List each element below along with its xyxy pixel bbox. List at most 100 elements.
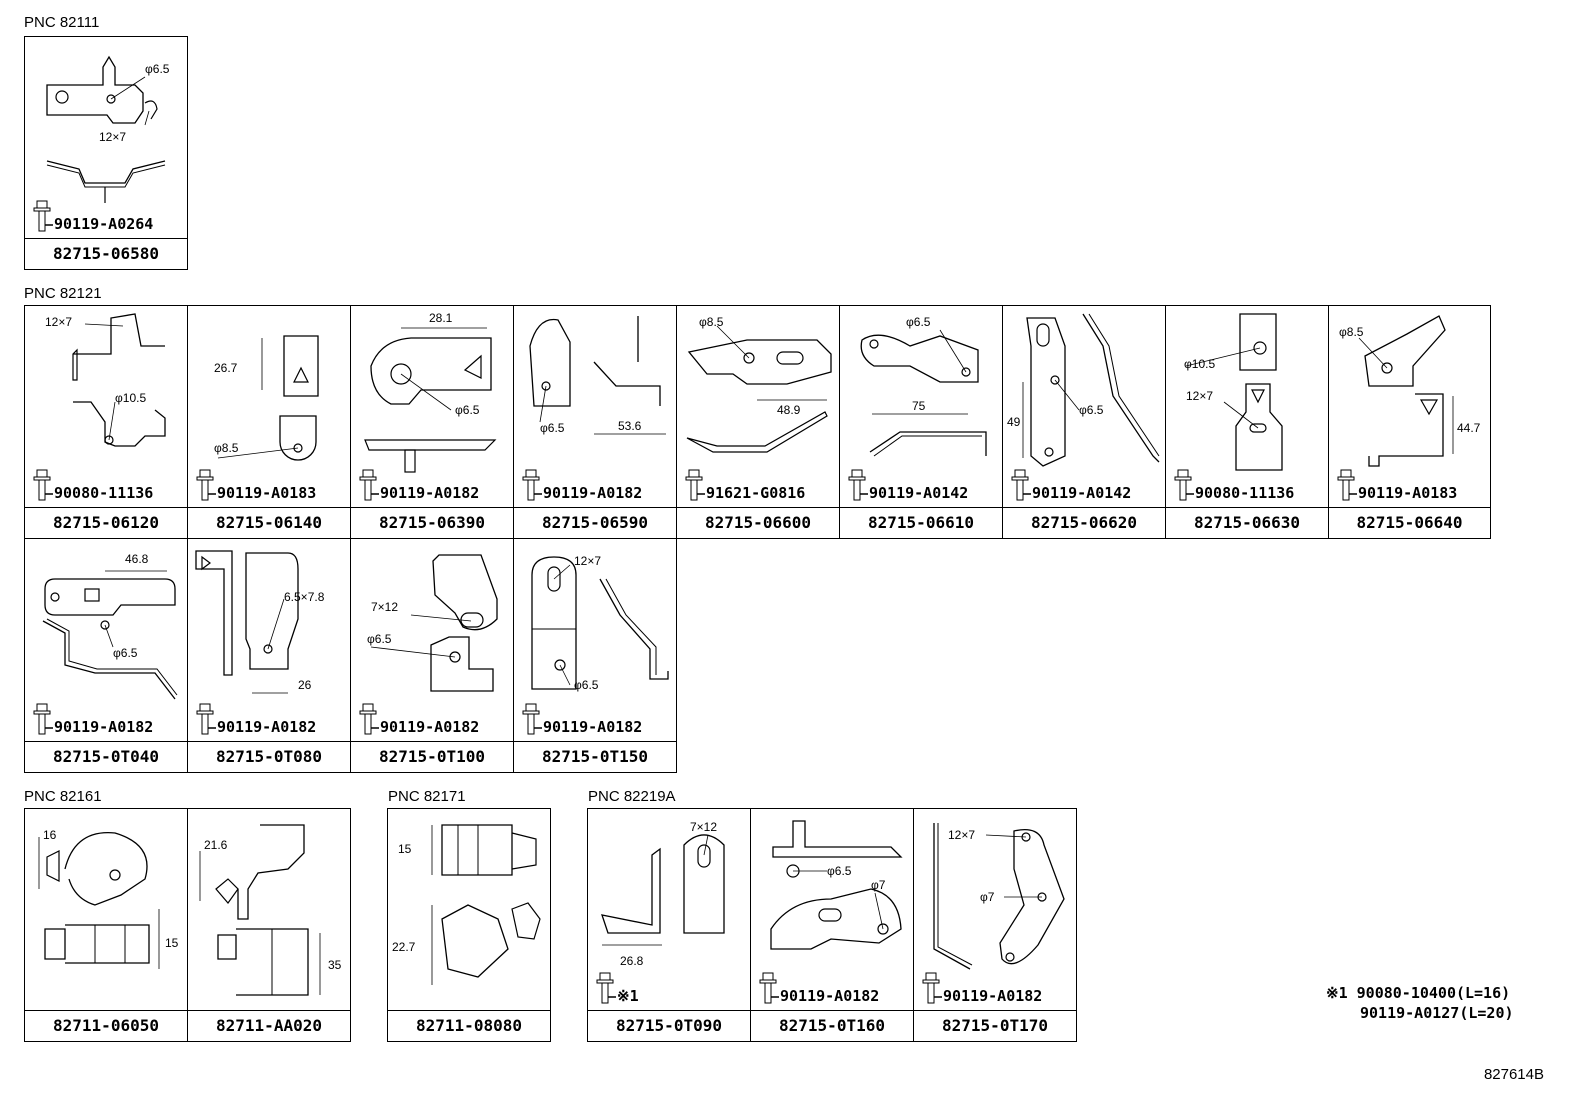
bolt-part-number: 90119-A0182 — [543, 718, 643, 736]
bracket-drawing: 7×12 φ6.5 — [367, 554, 498, 692]
part-cell[interactable]: 49 φ6.5 90119-A0142 82715-06620 — [1002, 305, 1166, 539]
bolt-callout: 90119-A0182 — [357, 468, 479, 502]
part-cell[interactable]: φ6.5 12×7 90119-A0264 82715-06580 — [24, 36, 188, 270]
dim-label: 48.9 — [777, 403, 801, 417]
bolt-callout: 90119-A0182 — [757, 971, 879, 1005]
bolt-icon — [33, 200, 53, 232]
part-cell[interactable]: φ6.5 53.6 90119-A0182 82715-06590 — [513, 305, 677, 539]
part-cell[interactable]: 7×12 26.8 ※1 82715-0T090 — [587, 808, 751, 1042]
part-cell[interactable]: 12×7 φ7 90119-A0182 82715-0T170 — [913, 808, 1077, 1042]
bolt-callout: 90119-A0182 — [520, 702, 642, 736]
part-number: 82715-06630 — [1166, 507, 1328, 538]
dim-label: 12×7 — [45, 315, 72, 329]
part-cell[interactable]: 7×12 φ6.5 90119-A0182 82715-0T100 — [350, 538, 514, 773]
part-cell[interactable]: φ6.5 75 90119-A0142 82715-06610 — [839, 305, 1003, 539]
part-number: 82715-06580 — [25, 238, 187, 269]
bracket-drawing: 49 φ6.5 — [1007, 313, 1160, 467]
dim-label: φ6.5 — [827, 864, 852, 878]
bolt-callout: 90119-A0182 — [920, 971, 1042, 1005]
bolt-callout: 90080-11136 — [1172, 468, 1294, 502]
bolt-callout: 90119-A0142 — [846, 468, 968, 502]
part-number: 82715-06120 — [25, 507, 187, 538]
bolt-icon — [522, 469, 542, 501]
dim-label: φ10.5 — [1184, 357, 1215, 371]
dim-label: 16 — [43, 828, 57, 842]
bolt-icon — [196, 469, 216, 501]
part-number: 82715-06600 — [677, 507, 839, 538]
dim-label: φ6.5 — [540, 421, 565, 435]
part-number: 82711-AA020 — [188, 1010, 350, 1041]
bolt-icon — [359, 469, 379, 501]
part-cell[interactable]: φ8.5 48.9 91621-G0816 82715-06600 — [676, 305, 840, 539]
bracket-drawing: 28.1 φ6.5 — [364, 311, 497, 473]
bolt-callout: 91621-G0816 — [683, 468, 805, 502]
part-cell[interactable]: 21.6 35 82711-AA020 — [187, 808, 351, 1042]
bolt-callout: 90119-A0182 — [357, 702, 479, 736]
bolt-icon — [1011, 469, 1031, 501]
bolt-callout: 90119-A0182 — [31, 702, 153, 736]
bolt-callout: ※1 — [594, 971, 639, 1005]
bolt-icon — [922, 972, 942, 1004]
part-cell[interactable]: φ10.5 12×7 90080-11136 82715-06630 — [1165, 305, 1329, 539]
part-cell[interactable]: 6.5×7.8 26 90119-A0182 82715-0T080 — [187, 538, 351, 773]
bracket-drawing: 12×7 φ6.5 — [531, 554, 669, 692]
bracket-drawing: φ10.5 12×7 — [1184, 313, 1283, 471]
part-number: 82711-08080 — [388, 1010, 550, 1041]
part-number: 82715-06390 — [351, 507, 513, 538]
part-number: 82711-06050 — [25, 1010, 187, 1041]
part-cell[interactable]: 15 22.7 82711-08080 — [387, 808, 551, 1042]
part-cell[interactable]: 12×7 φ10.5 90080-11136 82715-06120 — [24, 305, 188, 539]
dim-label: φ6.5 — [574, 678, 599, 692]
dim-label: 12×7 — [99, 130, 126, 144]
dim-label: 26.7 — [214, 361, 238, 375]
bracket-drawing: 46.8 φ6.5 — [42, 552, 178, 700]
part-cell[interactable]: 46.8 φ6.5 90119-A0182 82715-0T040 — [24, 538, 188, 773]
bolt-callout: 90119-A0182 — [520, 468, 642, 502]
dim-label: 46.8 — [125, 552, 149, 566]
part-cell[interactable]: φ8.5 44.7 90119-A0183 82715-06640 — [1328, 305, 1491, 539]
pnc-label-82121: PNC 82121 — [24, 285, 102, 302]
dim-label: φ6.5 — [1079, 403, 1104, 417]
bolt-icon — [33, 703, 53, 735]
bolt-part-number: 90080-11136 — [1195, 484, 1295, 502]
bolt-part-number: 90119-A0182 — [943, 987, 1043, 1005]
bracket-drawing: φ8.5 48.9 — [686, 315, 832, 453]
bolt-icon — [196, 703, 216, 735]
footnote-line-1: ※1 90080-10400(L=16) — [1326, 984, 1511, 1002]
bolt-part-number: 90119-A0182 — [54, 718, 154, 736]
dim-label: φ8.5 — [214, 441, 239, 455]
dim-label: 7×12 — [690, 820, 717, 834]
dim-label: 49 — [1007, 415, 1021, 429]
bolt-part-number: 90119-A0142 — [869, 484, 969, 502]
dim-label: 7×12 — [371, 600, 398, 614]
dim-label: φ7 — [980, 890, 995, 904]
bolt-icon — [522, 703, 542, 735]
dim-label: φ10.5 — [115, 391, 146, 405]
bolt-part-number: 90119-A0182 — [380, 718, 480, 736]
part-cell[interactable]: 12×7 φ6.5 90119-A0182 82715-0T150 — [513, 538, 677, 773]
dim-label: 53.6 — [618, 419, 642, 433]
part-cell[interactable]: 26.7 φ8.5 90119-A0183 82715-06140 — [187, 305, 351, 539]
bolt-part-number: 90119-A0183 — [1358, 484, 1458, 502]
bolt-part-number: 90119-A0182 — [217, 718, 317, 736]
bolt-icon — [1174, 469, 1194, 501]
part-number: 82715-0T150 — [514, 741, 676, 772]
part-number: 82715-0T040 — [25, 741, 187, 772]
part-cell[interactable]: 28.1 φ6.5 90119-A0182 82715-06390 — [350, 305, 514, 539]
part-number: 82715-06610 — [840, 507, 1002, 538]
part-number: 82715-0T160 — [751, 1010, 913, 1041]
dim-label: 21.6 — [204, 838, 228, 852]
part-cell[interactable]: φ6.5 φ7 90119-A0182 82715-0T160 — [750, 808, 914, 1042]
bolt-callout: 90119-A0264 — [31, 199, 153, 233]
dim-label: φ6.5 — [145, 62, 170, 76]
bracket-drawing: 12×7 φ10.5 — [45, 313, 166, 447]
bracket-drawing: φ6.5 φ7 — [770, 820, 903, 950]
bolt-part-number: 90119-A0264 — [54, 215, 154, 233]
bracket-drawing: φ6.5 12×7 — [46, 55, 170, 203]
part-number: 82715-06640 — [1329, 507, 1490, 538]
dim-label: φ8.5 — [699, 315, 724, 329]
bolt-callout: 90119-A0182 — [194, 702, 316, 736]
pnc-label-82161: PNC 82161 — [24, 788, 102, 805]
part-cell[interactable]: 16 15 82711-06050 — [24, 808, 188, 1042]
dim-label: 6.5×7.8 — [284, 590, 325, 604]
